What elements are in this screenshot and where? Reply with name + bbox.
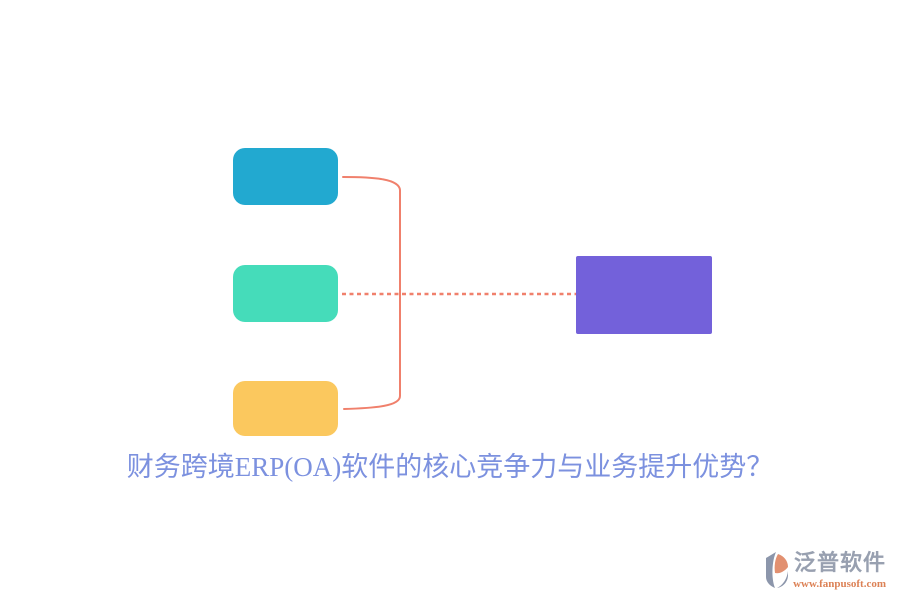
brand-url: www.fanpusoft.com <box>793 578 886 590</box>
diagram-node-source-2 <box>233 265 338 322</box>
bracket-connector-line <box>342 176 401 410</box>
diagram-node-source-3 <box>233 381 338 436</box>
diagram-node-source-1 <box>233 148 338 205</box>
fanpu-logo-icon <box>765 552 788 588</box>
brand-logo: 泛普软件 www.fanpusoft.com <box>763 551 886 590</box>
brand-name: 泛普软件 <box>793 550 886 575</box>
diagram-node-target <box>576 256 712 334</box>
diagram-title: 财务跨境ERP(OA)软件的核心竞争力与业务提升优势？ <box>126 452 774 482</box>
